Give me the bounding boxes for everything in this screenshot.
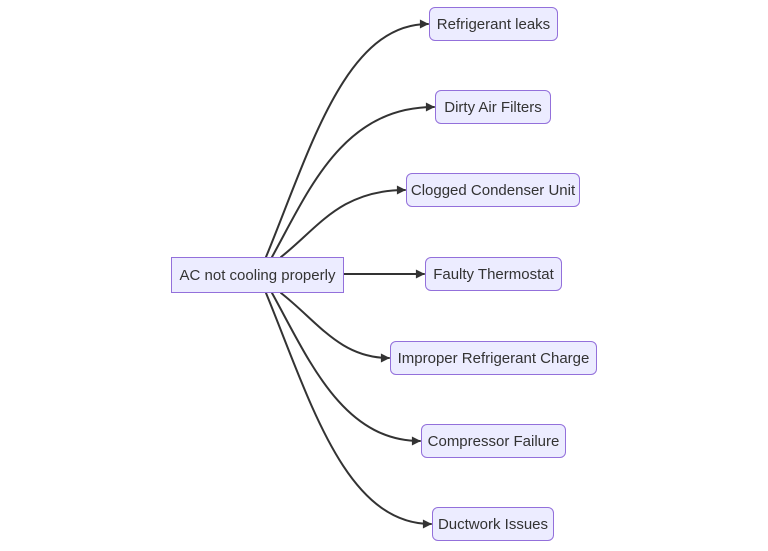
node-root-label: AC not cooling properly: [179, 266, 336, 284]
node-improper-refrigerant-charge-label: Improper Refrigerant Charge: [397, 349, 590, 367]
node-compressor-failure-label: Compressor Failure: [427, 432, 560, 450]
edge-root-to-improper-refrigerant-charge: [280, 292, 390, 363]
edge-root-to-dirty-air-filters: [271, 102, 435, 258]
edge-root-to-compressor-failure: [271, 292, 421, 446]
node-dirty-air-filters: Dirty Air Filters: [435, 90, 551, 124]
node-faulty-thermostat-label: Faulty Thermostat: [433, 265, 554, 283]
node-ductwork-issues-label: Ductwork Issues: [437, 515, 549, 533]
node-clogged-condenser-unit-label: Clogged Condenser Unit: [410, 181, 576, 199]
node-dirty-air-filters-label: Dirty Air Filters: [444, 98, 542, 116]
node-compressor-failure: Compressor Failure: [421, 424, 566, 458]
node-ductwork-issues: Ductwork Issues: [432, 507, 554, 541]
node-refrigerant-leaks-label: Refrigerant leaks: [436, 15, 551, 33]
node-root: AC not cooling properly: [171, 257, 344, 293]
node-faulty-thermostat: Faulty Thermostat: [425, 257, 562, 291]
node-refrigerant-leaks: Refrigerant leaks: [429, 7, 558, 41]
edge-root-to-refrigerant-leaks: [265, 19, 429, 258]
node-improper-refrigerant-charge: Improper Refrigerant Charge: [390, 341, 597, 375]
edge-root-to-clogged-condenser-unit: [280, 185, 406, 258]
edge-root-to-ductwork-issues: [265, 292, 432, 529]
node-clogged-condenser-unit: Clogged Condenser Unit: [406, 173, 580, 207]
